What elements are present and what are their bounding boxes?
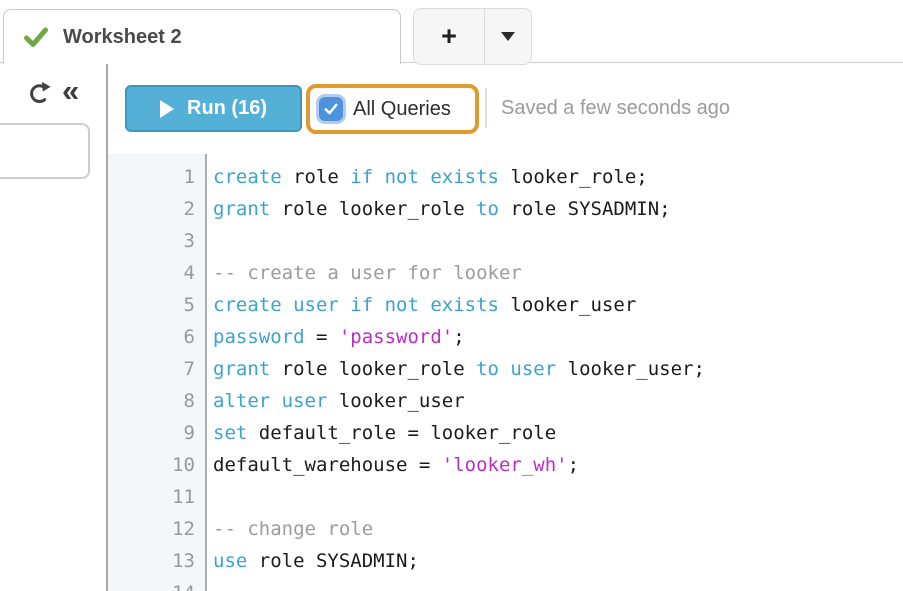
check-icon (24, 27, 48, 47)
run-button[interactable]: Run (16) (125, 85, 302, 132)
code-line[interactable] (213, 225, 903, 257)
line-number: 10 (172, 454, 195, 476)
line-number: 5 (183, 294, 195, 316)
tab-worksheet-2[interactable]: Worksheet 2 (3, 9, 401, 64)
worksheet-menu-button[interactable] (485, 9, 531, 64)
line-number: 14 (108, 577, 195, 591)
tab-bar: Worksheet 2 + (0, 0, 903, 65)
line-number: 11 (172, 486, 195, 508)
new-tab-group: + (413, 8, 532, 65)
line-number: 9 (183, 422, 195, 444)
line-number: 8 (183, 390, 195, 412)
code-line[interactable]: use role SYSADMIN; (213, 550, 419, 572)
run-button-label: Run (16) (187, 97, 267, 119)
collapse-sidebar-button[interactable]: « (62, 72, 80, 108)
caret-down-icon (501, 32, 515, 41)
code-line[interactable]: default_warehouse = 'looker_wh'; (213, 454, 580, 476)
line-number: 7 (183, 358, 195, 380)
annotation-highlight: All Queries (306, 84, 479, 134)
code-line[interactable]: -- create a user for looker (213, 262, 522, 284)
line-number: 3 (183, 230, 195, 252)
line-number-gutter: 1234567891011121314 (108, 154, 207, 591)
code-line[interactable]: grant role looker_role to role SYSADMIN; (213, 198, 671, 220)
refresh-button[interactable] (26, 79, 53, 106)
sidebar-divider (106, 63, 108, 591)
code-line[interactable] (213, 577, 903, 591)
line-number: 13 (172, 550, 195, 572)
line-number: 12 (172, 518, 195, 540)
double-chevron-left-icon: « (62, 72, 80, 108)
toolbar-divider (485, 88, 487, 128)
code-line[interactable]: create role if not exists looker_role; (213, 166, 648, 188)
line-number: 4 (183, 262, 195, 284)
sql-editor[interactable]: 1234567891011121314 create role if not e… (108, 154, 903, 591)
saved-status: Saved a few seconds ago (501, 97, 731, 119)
sql-editor-code[interactable]: create role if not exists looker_role;gr… (207, 154, 903, 591)
play-icon (160, 99, 174, 118)
code-line[interactable]: grant role looker_role to user looker_us… (213, 358, 705, 380)
line-number: 1 (183, 166, 195, 188)
code-line[interactable]: alter user looker_user (213, 390, 465, 412)
all-queries-label[interactable]: All Queries (353, 97, 451, 120)
checkmark-icon (324, 103, 338, 115)
sidebar-search-input[interactable] (0, 123, 90, 179)
code-line[interactable]: create user if not exists looker_user (213, 294, 637, 316)
code-line[interactable] (213, 481, 903, 513)
refresh-icon (30, 81, 51, 103)
tab-label: Worksheet 2 (63, 25, 182, 48)
code-line[interactable]: -- change role (213, 518, 374, 540)
all-queries-checkbox[interactable] (319, 97, 343, 121)
line-number: 6 (183, 326, 195, 348)
new-worksheet-button[interactable]: + (414, 9, 485, 64)
sidebar-toolbar: « (26, 72, 80, 108)
code-line[interactable]: password = 'password'; (213, 326, 465, 348)
line-number: 2 (183, 198, 195, 220)
code-line[interactable]: set default_role = looker_role (213, 422, 557, 444)
